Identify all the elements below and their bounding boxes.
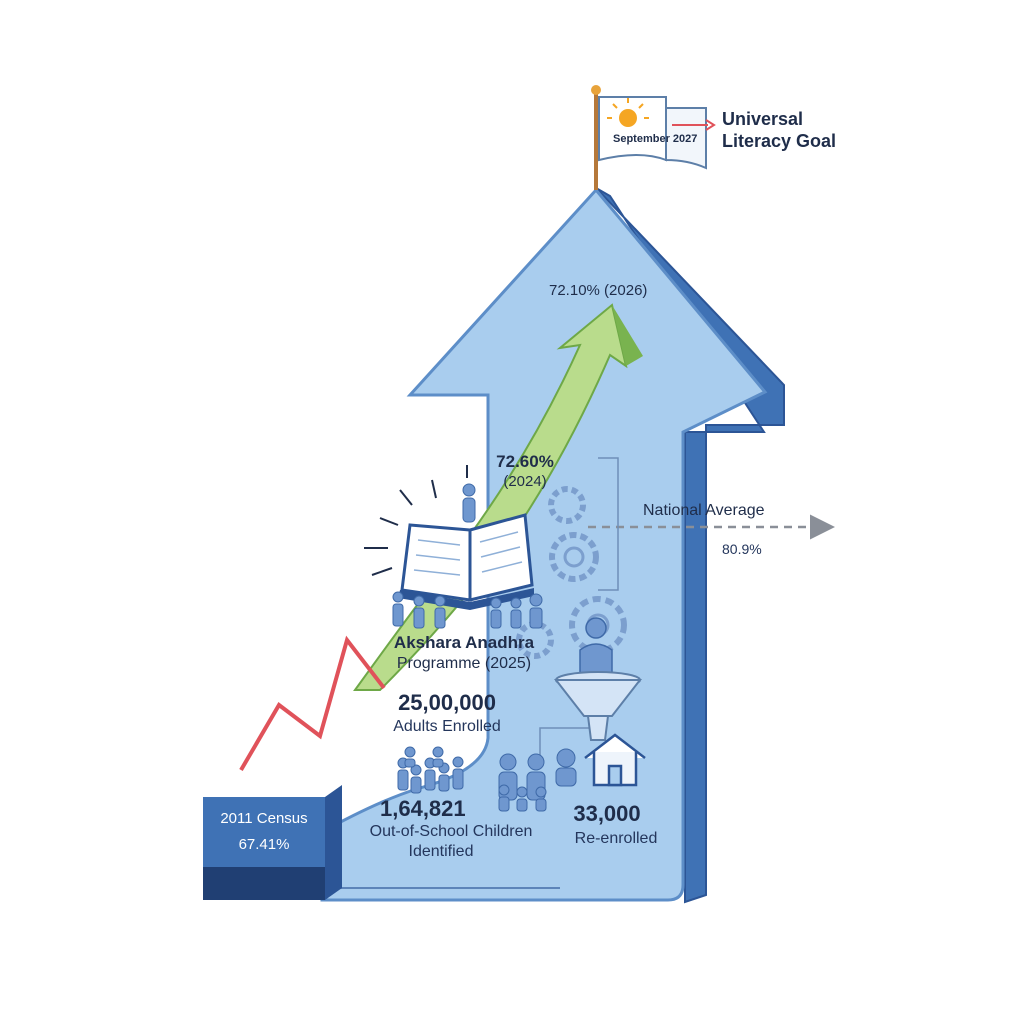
adults-enrolled-label: Adults Enrolled: [393, 718, 501, 735]
programme-name-line1: Akshara Anadhra: [393, 633, 535, 652]
person-icon: [516, 786, 528, 812]
person-icon: [392, 591, 404, 627]
person-icon: [555, 748, 577, 787]
goal-title-line2: Literacy Goal: [722, 131, 837, 151]
reenrolled-value: 33,000: [573, 801, 641, 826]
census-block: [203, 785, 342, 900]
person-icon: [529, 593, 543, 629]
sun-icon: [607, 98, 649, 127]
person-icon: [510, 597, 522, 629]
census-label: 2011 Census: [220, 810, 308, 827]
person-icon: [432, 746, 444, 768]
out-of-school-value: 1,64,821: [380, 796, 466, 821]
out-of-school-label-line1: Out-of-School Children: [369, 823, 533, 840]
adults-enrolled-value: 25,00,000: [398, 690, 496, 715]
census-value: 67.41%: [238, 836, 290, 853]
person-icon: [434, 595, 446, 629]
person-icon: [410, 764, 422, 794]
person-icon: [404, 746, 416, 768]
programme-name-line2: Programme (2025): [396, 655, 532, 672]
person-icon: [535, 786, 547, 812]
person-icon: [438, 762, 450, 792]
person-icon: [498, 753, 518, 801]
big-arrow-face: [320, 187, 768, 902]
milestone-2024-year: (2024): [503, 473, 547, 490]
national-average-label: National Average: [643, 502, 765, 519]
milestone-2024-value: 72.60%: [496, 452, 554, 471]
person-icon: [462, 483, 476, 523]
people-group: [392, 483, 577, 812]
flag-icon: [591, 85, 707, 190]
person-icon: [498, 784, 510, 812]
national-average-value: 80.9%: [722, 541, 762, 557]
person-icon: [452, 756, 464, 790]
house-icon: [584, 733, 646, 787]
out-of-school-label-line2: Identified: [408, 843, 474, 860]
funnel-icon: [553, 671, 643, 741]
person-icon: [413, 595, 425, 629]
book-icon: [364, 465, 534, 610]
milestone-2026: 72.10% (2026): [549, 282, 648, 299]
decline-line: [239, 635, 386, 772]
flag-date: September 2027: [613, 133, 698, 145]
reenrolled-label: Re-enrolled: [574, 830, 658, 847]
goal-title-line1: Universal: [722, 109, 804, 129]
person-icon: [490, 597, 502, 629]
